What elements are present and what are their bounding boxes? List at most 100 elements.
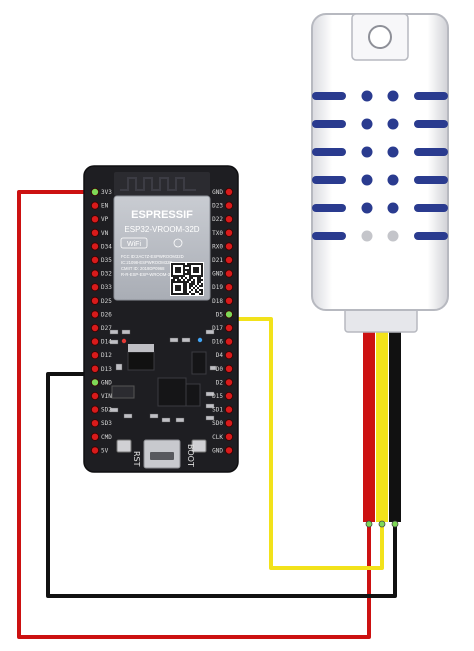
cert-line-2: IC:21098-ESPWROOM32D <box>121 260 172 265</box>
pin-label-d32: D32 <box>101 271 112 278</box>
boot-button[interactable] <box>191 439 207 453</box>
vent-hole <box>387 202 399 214</box>
pin-label-d17: D17 <box>212 325 223 332</box>
vent-hole <box>361 202 373 214</box>
pin-label-d27: D27 <box>101 325 112 332</box>
smd-part <box>109 339 119 345</box>
data-wire <box>228 317 384 570</box>
boot-button-label: BOOT <box>186 444 195 467</box>
vent-hole <box>361 174 373 186</box>
pin-label-d4: D4 <box>216 352 224 359</box>
vent-slot-left <box>312 120 346 128</box>
pin-label-sd0: SD0 <box>212 420 223 427</box>
diode <box>111 385 135 399</box>
pin-d18[interactable] <box>224 296 233 305</box>
pin-gnd[interactable] <box>224 446 233 455</box>
pin-d34[interactable] <box>91 242 100 251</box>
pin-label-d26: D26 <box>101 311 112 318</box>
pin-label-d33: D33 <box>101 284 112 291</box>
micro-usb-opening <box>150 452 174 460</box>
pin-label-d25: D25 <box>101 298 112 305</box>
pin-d21[interactable] <box>224 255 233 264</box>
smd-part <box>115 363 123 371</box>
pin-d23[interactable] <box>224 201 233 210</box>
pin-3v3[interactable] <box>91 187 100 196</box>
vent-hole <box>361 146 373 158</box>
pin-label-d34: D34 <box>101 243 112 250</box>
pin-d5[interactable] <box>224 310 233 319</box>
left-pin-header: 3V3ENVPVND34D35D32D33D25D26D27D14D12D13G… <box>91 187 112 455</box>
pin-sd3[interactable] <box>91 419 100 428</box>
pin-d19[interactable] <box>224 283 233 292</box>
pin-gnd[interactable] <box>91 378 100 387</box>
pin-clk[interactable] <box>224 432 233 441</box>
temperature-humidity-sensor <box>311 13 449 528</box>
rst-button[interactable] <box>116 439 132 453</box>
pin-d17[interactable] <box>224 323 233 332</box>
pin-d35[interactable] <box>91 255 100 264</box>
pin-d15[interactable] <box>224 391 233 400</box>
smd-components <box>109 329 217 423</box>
cert-line-4: R-R-ESP-ESP-WROOM-32D <box>121 272 175 277</box>
vent-slot-right <box>414 204 448 212</box>
pin-d13[interactable] <box>91 364 100 373</box>
smd-part <box>209 365 217 371</box>
pin-d25[interactable] <box>91 296 100 305</box>
pin-vn[interactable] <box>91 228 100 237</box>
vent-hole <box>361 230 373 242</box>
qr-code-icon <box>170 262 204 296</box>
pin-d14[interactable] <box>91 337 100 346</box>
small-chip-1 <box>191 351 207 375</box>
pin-d2[interactable] <box>224 378 233 387</box>
sensor-data-lead <box>376 330 388 522</box>
sensor-vcc-lead <box>363 330 375 522</box>
vent-slot-right <box>414 232 448 240</box>
pin-en[interactable] <box>91 201 100 210</box>
pin-label-d14: D14 <box>101 339 112 346</box>
pin-vin[interactable] <box>91 391 100 400</box>
vent-hole <box>387 230 399 242</box>
small-chip-2 <box>185 383 201 407</box>
pin-cmd[interactable] <box>91 432 100 441</box>
sensor-gnd-lead <box>389 330 401 522</box>
pin-rx0[interactable] <box>224 242 233 251</box>
pin-d12[interactable] <box>91 351 100 360</box>
pin-label-d21: D21 <box>212 257 223 264</box>
pin-sd0[interactable] <box>224 419 233 428</box>
module-model: ESP32-VROOM-32D <box>124 225 199 234</box>
pin-gnd[interactable] <box>224 187 233 196</box>
pin-d32[interactable] <box>91 269 100 278</box>
smd-part <box>205 391 215 397</box>
pin-sd2[interactable] <box>91 405 100 414</box>
pin-5v[interactable] <box>91 446 100 455</box>
pin-label-gnd: GND <box>101 379 112 386</box>
vent-hole <box>361 118 373 130</box>
vent-hole <box>387 118 399 130</box>
smd-part <box>109 329 119 335</box>
antenna-trace <box>120 177 196 191</box>
pin-d27[interactable] <box>91 323 100 332</box>
vent-slot-right <box>414 176 448 184</box>
pin-label-vin: VIN <box>101 393 112 400</box>
pin-d33[interactable] <box>91 283 100 292</box>
pin-d0[interactable] <box>224 364 233 373</box>
pin-gnd[interactable] <box>224 269 233 278</box>
pin-d22[interactable] <box>224 215 233 224</box>
esp32-devkit-board: ESPRESSIF ESP32-VROOM-32D WiFi FCC ID:2A… <box>83 165 239 473</box>
vent-slot-left <box>312 176 346 184</box>
pin-label-d16: D16 <box>212 339 223 346</box>
pin-d4[interactable] <box>224 351 233 360</box>
pin-tx0[interactable] <box>224 228 233 237</box>
pin-sd1[interactable] <box>224 405 233 414</box>
pin-d16[interactable] <box>224 337 233 346</box>
smd-part <box>175 417 185 423</box>
pin-d26[interactable] <box>91 310 100 319</box>
pin-label-3v3: 3V3 <box>101 189 112 196</box>
smd-part <box>121 329 131 335</box>
pin-label-sd2: SD2 <box>101 407 112 414</box>
vent-slot-left <box>312 148 346 156</box>
pin-label-sd3: SD3 <box>101 420 112 427</box>
pin-label-cmd: CMD <box>101 434 112 441</box>
pin-vp[interactable] <box>91 215 100 224</box>
